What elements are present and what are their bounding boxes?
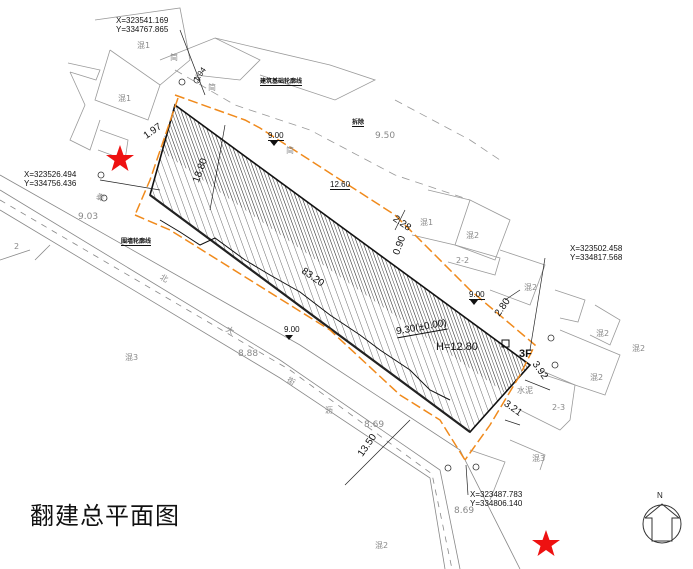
elevation-9-03: 9.03 — [78, 212, 99, 222]
coord-x: X=323541.169 — [116, 16, 169, 25]
land-label: 简 — [170, 53, 178, 62]
land-label: 2-2 — [456, 256, 470, 265]
note-wall-outline: 围墙轮廓线 — [121, 238, 152, 246]
level-markers — [270, 141, 478, 340]
elevation-north: 9.00 — [268, 131, 284, 141]
elevation-8-88: 8.88 — [238, 349, 259, 359]
land-label: 混2 — [524, 283, 538, 292]
elevation-8-69-a: 8.69 — [364, 420, 385, 430]
road — [0, 174, 521, 569]
land-label: 简 — [208, 83, 216, 92]
land-label: 2 — [14, 242, 20, 251]
land-label: 混3 — [532, 454, 546, 463]
elevation-8-69-b: 8.69 — [454, 506, 475, 516]
building-south-wall — [149, 194, 471, 433]
building-roof-north — [160, 105, 530, 393]
note-demolish: 拆除 — [352, 119, 365, 127]
elevation-east: 9.00 — [469, 290, 485, 300]
demolish-boundary — [174, 69, 471, 201]
coord-y: Y=334817.568 — [570, 253, 623, 262]
dimension-12-60: 12.60 — [330, 180, 351, 190]
note-building-outline: 建筑基础轮廓线 — [260, 78, 303, 86]
land-label: 水泥 — [517, 386, 533, 395]
elevation-south: 9.00 — [284, 325, 300, 334]
lot-outlines — [67, 7, 621, 501]
land-label: 混2 — [632, 344, 646, 353]
building-floors: 3F — [519, 348, 532, 360]
demolish-boundary-upper — [394, 99, 501, 161]
star-marker-southeast — [532, 530, 560, 556]
star-marker-northwest — [106, 145, 134, 171]
north-label: N — [657, 491, 663, 500]
land-label: 混2 — [466, 231, 480, 240]
land-label: 混1 — [420, 218, 434, 227]
drawing-title: 翻建总平面图 — [30, 502, 180, 530]
south-wall-blocks — [159, 219, 451, 401]
survey-points — [97, 76, 559, 472]
dimension-lines — [99, 29, 551, 496]
land-label: 简 — [286, 146, 294, 155]
land-label: 混2 — [375, 541, 389, 550]
land-label: 2-3 — [552, 403, 566, 412]
coord-x: X=323502.458 — [570, 244, 623, 253]
road-name-char: 沥 — [325, 406, 333, 415]
land-label: 混3 — [125, 353, 139, 362]
entrance-marker — [501, 339, 510, 348]
elevation-9-50: 9.50 — [375, 131, 396, 141]
land-label: 混1 — [137, 41, 151, 50]
north-arrow-icon — [642, 503, 682, 544]
foundation-outline — [134, 94, 536, 461]
land-label: 混2 — [596, 329, 610, 338]
land-label: 混1 — [118, 94, 132, 103]
coord-y: Y=334806.140 — [470, 499, 523, 508]
coord-y: Y=334767.865 — [116, 25, 169, 34]
building-height: H=12.80 — [436, 341, 478, 353]
land-label: 混2 — [590, 373, 604, 382]
coord-x: X=323487.783 — [470, 490, 523, 499]
coord-x: X=323526.494 — [24, 170, 77, 179]
coord-y: Y=334756.436 — [24, 179, 77, 188]
